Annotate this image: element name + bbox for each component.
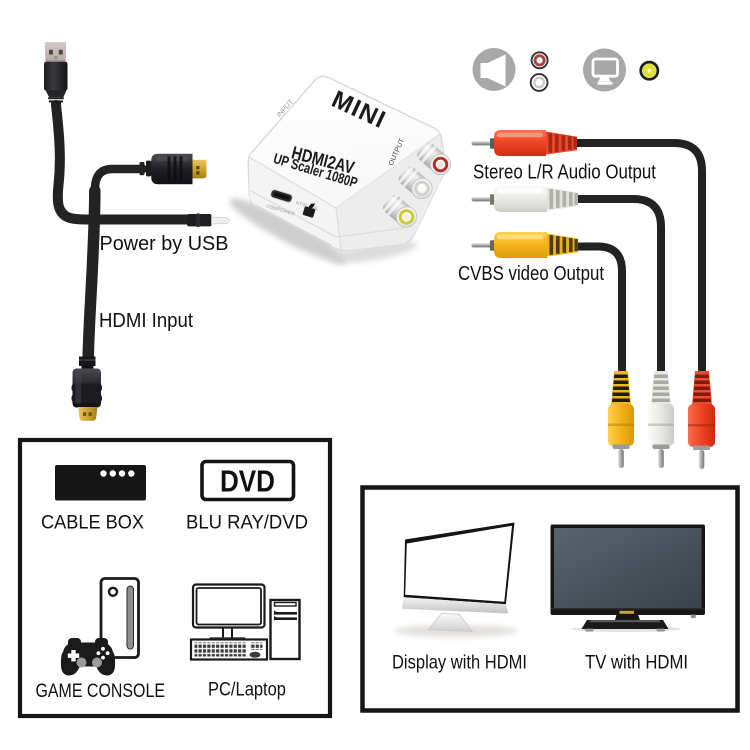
svg-text:BLU RAY/DVD: BLU RAY/DVD xyxy=(186,513,308,534)
svg-text:TV with HDMI: TV with HDMI xyxy=(585,652,688,674)
svg-text:PC/Laptop: PC/Laptop xyxy=(208,680,286,701)
svg-text:CABLE BOX: CABLE BOX xyxy=(41,513,144,534)
svg-text:GAME CONSOLE: GAME CONSOLE xyxy=(36,681,166,702)
svg-text:Display with HDMI: Display with HDMI xyxy=(392,652,527,674)
svg-text:DVD: DVD xyxy=(220,464,275,499)
svg-text:NTSC: NTSC xyxy=(295,200,310,210)
svg-text:PAL: PAL xyxy=(309,204,319,212)
svg-text:HDMI Input: HDMI Input xyxy=(99,309,193,332)
svg-text:Power by USB: Power by USB xyxy=(100,232,229,255)
svg-text:Stereo L/R Audio Output: Stereo L/R Audio Output xyxy=(473,162,656,184)
svg-text:CVBS video Output: CVBS video Output xyxy=(458,263,604,285)
